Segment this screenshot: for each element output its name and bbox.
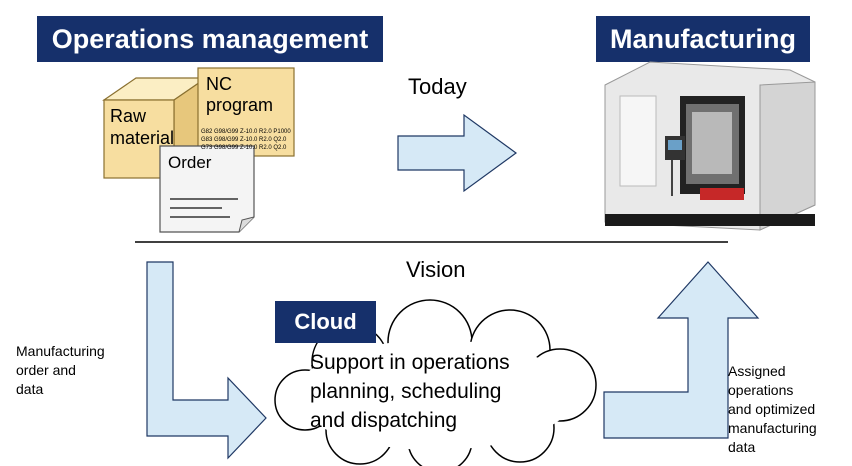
cloud-text-line: planning, scheduling	[310, 380, 502, 403]
note-line: and optimized	[728, 401, 816, 417]
cloud-title: Cloud	[275, 301, 376, 343]
raw-material-label: Raw material	[110, 106, 175, 148]
nc-program-label: NC program	[206, 74, 274, 115]
note-line: data	[16, 381, 44, 397]
assigned-operations-note: Assigned operations and optimized manufa…	[728, 362, 817, 457]
cnc-machine-icon	[604, 61, 816, 231]
note-line: data	[728, 439, 756, 455]
note-line: Assigned	[728, 363, 786, 379]
cloud-text-line: and dispatching	[310, 409, 458, 432]
note-line: Manufacturing	[16, 343, 105, 359]
cloud-text-line: Support in operations	[310, 351, 510, 374]
nc-code-block: G82 G98/G99 Z-10.0 R2.0 P1000 G83 G98/G9…	[201, 128, 291, 152]
nc-program-document	[197, 67, 295, 157]
order-label: Order	[168, 153, 212, 172]
nc-code-line: G83 G98/G99 Z-10.0 R2.0 Q2.0	[201, 137, 287, 143]
manufacturing-order-note: Manufacturing order and data	[16, 342, 105, 399]
cloud-to-manufacturing-arrow	[603, 261, 760, 439]
note-line: manufacturing	[728, 420, 817, 436]
manufacturing-title: Manufacturing	[596, 16, 810, 62]
note-line: operations	[728, 382, 794, 398]
today-arrow	[397, 113, 518, 193]
order-document	[159, 145, 255, 233]
order-to-cloud-arrow	[146, 261, 267, 460]
vision-label: Vision	[406, 257, 466, 282]
today-label: Today	[408, 74, 467, 99]
nc-code-line: G82 G98/G99 Z-10.0 R2.0 P1000	[201, 129, 291, 135]
cloud-shape	[274, 299, 597, 466]
operations-management-title: Operations management	[37, 16, 383, 62]
cloud-description: Support in operations planning, scheduli…	[310, 348, 510, 435]
note-line: order and	[16, 362, 76, 378]
nc-code-line: G73 G98/G99 Z-10.0 R2.0 Q2.0	[201, 145, 287, 151]
